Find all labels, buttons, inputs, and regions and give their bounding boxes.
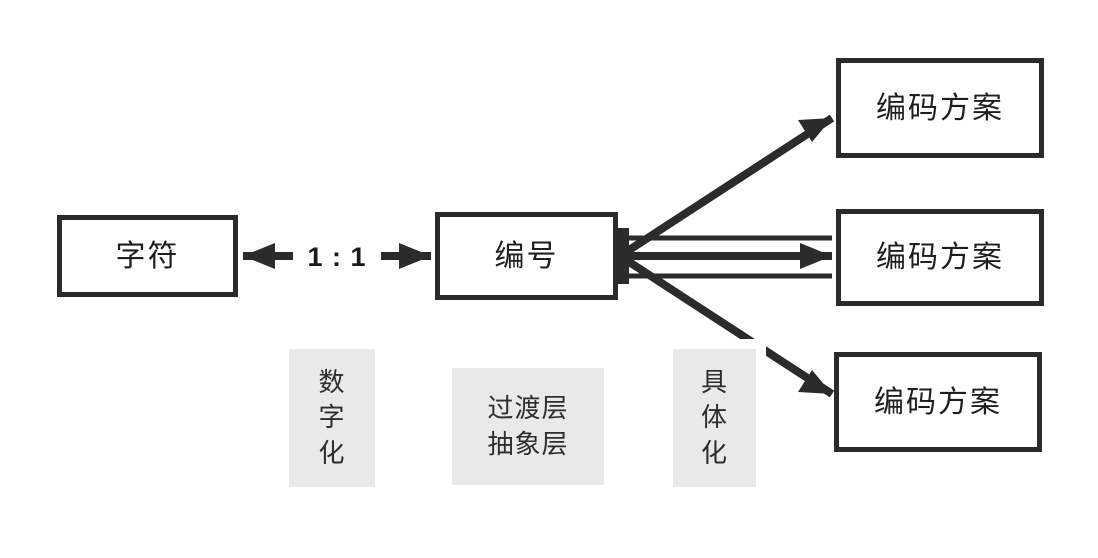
- note-transition-line2: 抽象层: [487, 428, 569, 459]
- arrowhead-toward-number: [399, 243, 431, 269]
- arrowhead-scheme-top: [798, 118, 832, 142]
- note-digitize-line2: 字: [318, 402, 346, 433]
- note-transition-line1: 过渡层: [487, 393, 569, 424]
- note-concretize: 具 体 化: [663, 339, 766, 497]
- node-scheme-middle-label: 编码方案: [876, 241, 1004, 274]
- arrowhead-scheme-bottom: [798, 370, 832, 394]
- node-scheme-top-label: 编码方案: [876, 91, 1004, 125]
- node-number[interactable]: 编号: [435, 212, 618, 300]
- note-digitize-line3: 化: [318, 437, 346, 468]
- arrowhead-scheme-middle: [800, 243, 832, 269]
- node-number-label: 编号: [494, 239, 559, 273]
- note-concretize-line3: 化: [700, 437, 728, 468]
- node-scheme-top[interactable]: 编码方案: [836, 58, 1044, 158]
- node-scheme-middle[interactable]: 编码方案: [836, 209, 1044, 306]
- node-character-label: 字符: [115, 239, 180, 273]
- node-scheme-bottom-label: 编码方案: [874, 385, 1002, 419]
- edge-label-cardinality: 1 : 1: [293, 228, 381, 286]
- note-digitize: 数 字 化: [279, 339, 385, 497]
- note-transition: 过渡层 抽象层: [442, 358, 614, 495]
- edge-number-scheme-top: [617, 114, 835, 260]
- note-concretize-line1: 具: [700, 367, 728, 398]
- note-concretize-line2: 体: [700, 402, 728, 433]
- edge-label-cardinality-text: 1 : 1: [307, 241, 367, 272]
- note-digitize-line1: 数: [318, 367, 346, 398]
- node-character[interactable]: 字符: [57, 215, 238, 297]
- node-scheme-bottom[interactable]: 编码方案: [834, 352, 1042, 452]
- arrowhead-toward-character: [243, 243, 275, 269]
